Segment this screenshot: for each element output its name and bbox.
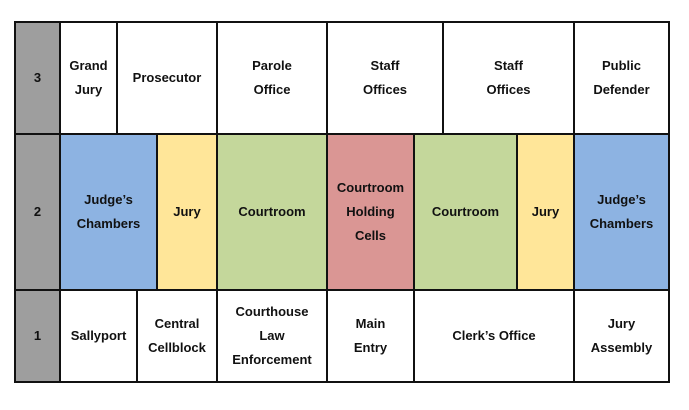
room-main-entry: Main Entry <box>326 289 415 383</box>
room-sallyport: Sallyport <box>59 289 138 383</box>
floor-3-label: 3 <box>14 21 61 135</box>
floor-2-label: 2 <box>14 133 61 291</box>
room-public-defender: Public Defender <box>573 21 670 135</box>
room-parole-office: Parole Office <box>216 21 328 135</box>
room-courtroom-holding-cells: Courtroom Holding Cells <box>326 133 415 291</box>
room-clerks-office: Clerk’s Office <box>413 289 575 383</box>
room-staff-offices-1: Staff Offices <box>326 21 444 135</box>
room-jury-right: Jury <box>516 133 575 291</box>
room-courthouse-law-enforcement: Courthouse Law Enforcement <box>216 289 328 383</box>
room-jury-left: Jury <box>156 133 218 291</box>
room-courtroom-left: Courtroom <box>216 133 328 291</box>
room-judges-chambers-right: Judge’s Chambers <box>573 133 670 291</box>
room-central-cellblock: Central Cellblock <box>136 289 218 383</box>
room-grand-jury: Grand Jury <box>59 21 118 135</box>
floor-1-label: 1 <box>14 289 61 383</box>
room-judges-chambers-left: Judge’s Chambers <box>59 133 158 291</box>
room-prosecutor: Prosecutor <box>116 21 218 135</box>
room-courtroom-right: Courtroom <box>413 133 518 291</box>
room-jury-assembly: Jury Assembly <box>573 289 670 383</box>
room-staff-offices-2: Staff Offices <box>442 21 575 135</box>
